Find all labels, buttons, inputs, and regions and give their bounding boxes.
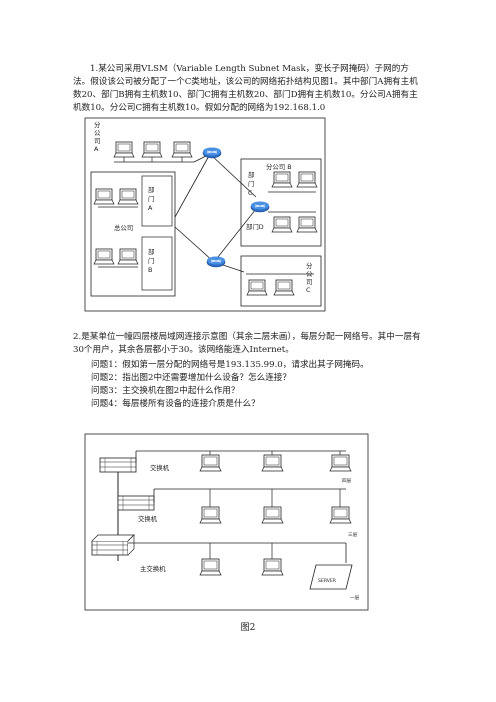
question-4: 问题4：每层楼所有设备的连接介质是什么？ — [91, 399, 260, 409]
figure2-building-lan: 交换机 四层 交换机 三层 主交换机 SERVER 一层 — [84, 433, 369, 611]
label-floor-3: 三层 — [348, 532, 358, 538]
problem1-paragraph: 1.某公司采用VLSM（Variable Length Subnet Mask，… — [73, 63, 425, 115]
label-switch-mid: 交换机 — [138, 514, 158, 523]
svg-text:部: 部 — [148, 185, 155, 194]
label-switch-top: 交换机 — [150, 463, 170, 472]
svg-text:司: 司 — [306, 278, 312, 286]
label-dept-a: 部 门 A — [148, 185, 155, 212]
svg-text:司: 司 — [94, 137, 100, 145]
svg-text:门: 门 — [148, 194, 154, 203]
svg-text:公: 公 — [94, 129, 101, 137]
label-floor-1: 一层 — [350, 595, 360, 601]
label-server: SERVER — [318, 578, 337, 584]
question-1: 问题1：假如第一层分配的网络号是193.135.99.0，请求出其子网掩码。 — [91, 360, 369, 370]
svg-text:分: 分 — [306, 261, 313, 270]
svg-text:门: 门 — [148, 256, 154, 265]
figure1-network-topology: 分 公 司 A 分公司 B 部 门 A 总公司 部 门 B 部 门 C 部门D … — [84, 117, 326, 312]
svg-text:C: C — [248, 189, 253, 197]
label-main-switch: 主交换机 — [140, 564, 166, 573]
label-dept-c: 部 门 C — [248, 170, 255, 197]
label-dept-d: 部门D — [246, 222, 264, 231]
label-branch-b: 分公司 B — [266, 162, 292, 171]
label-headquarters: 总公司 — [114, 223, 133, 232]
label-dept-b: 部 门 B — [148, 247, 155, 274]
problem1-text: 1.某公司采用VLSM（Variable Length Subnet Mask，… — [73, 64, 418, 113]
svg-text:A: A — [94, 145, 99, 153]
svg-text:部: 部 — [148, 247, 155, 256]
svg-text:C: C — [306, 286, 311, 294]
svg-text:分: 分 — [94, 120, 101, 129]
label-floor-4: 四层 — [342, 478, 352, 484]
problem2-intro: 2.是某单位一幢四层楼局域网连接示意图（其余二层未画），每层分配一网络号。其中一… — [73, 332, 421, 355]
problem2-paragraph: 2.是某单位一幢四层楼局域网连接示意图（其余二层未画），每层分配一网络号。其中一… — [73, 331, 425, 357]
svg-text:公: 公 — [306, 270, 313, 278]
svg-text:A: A — [148, 204, 153, 212]
figure2-caption: 图2 — [240, 623, 256, 633]
label-branch-a: 分 公 司 A — [94, 120, 101, 153]
question-3: 问题3：主交换机在图2中起什么作用？ — [91, 386, 240, 396]
svg-text:部: 部 — [248, 170, 255, 179]
question-2: 问题2：指出图2中还需要增加什么设备？怎么连接？ — [91, 373, 291, 383]
svg-text:门: 门 — [248, 179, 254, 188]
svg-text:B: B — [148, 266, 152, 274]
label-branch-c: 分 公 司 C — [306, 261, 313, 294]
